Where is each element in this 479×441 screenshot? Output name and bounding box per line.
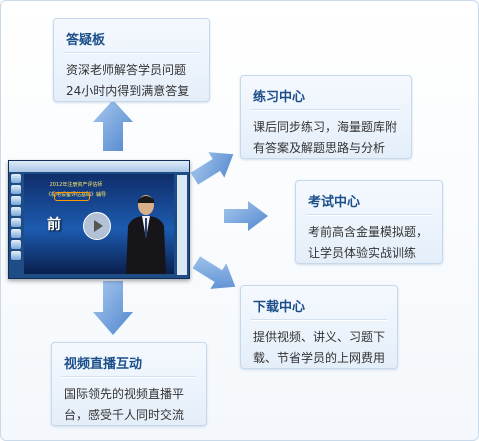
card-title: 下载中心 bbox=[253, 300, 306, 315]
card-body: 国际领先的视频直播平 台，感受千人同时交流 bbox=[64, 384, 198, 426]
card-download: 下载中心 提供视频、讲义、习题下 载、节省学员的上网费用 bbox=[240, 285, 398, 369]
card-title: 考试中心 bbox=[308, 195, 361, 210]
card-body: 课后同步练习，海量题库附 有答案及解题思路与分析 bbox=[253, 117, 403, 159]
card-body: 资深老师解答学员问题 24小时内得到满意答复 bbox=[66, 60, 201, 102]
card-title: 练习中心 bbox=[253, 90, 306, 105]
card-line: 课后同步练习，海量题库附 bbox=[253, 120, 398, 134]
divider bbox=[251, 109, 401, 111]
screenshot-left-menu bbox=[10, 174, 22, 276]
arrow-right-icon bbox=[224, 201, 268, 231]
card-body: 提供视频、讲义、习题下 载、节省学员的上网费用 bbox=[253, 327, 389, 369]
card-qa: 答疑板 资深老师解答学员问题 24小时内得到满意答复 bbox=[53, 18, 210, 102]
teacher-figure bbox=[126, 195, 166, 274]
play-icon bbox=[83, 212, 111, 240]
divider bbox=[251, 319, 387, 321]
screenshot-right-panel bbox=[177, 175, 187, 275]
card-title: 答疑板 bbox=[66, 33, 106, 48]
arrow-upright-icon bbox=[190, 152, 234, 185]
divider bbox=[62, 376, 196, 378]
screen-big-text: 前 bbox=[47, 217, 61, 233]
screen-title: 2012年注册资产评估师 bbox=[49, 182, 103, 188]
card-body: 考前高含金量模拟题， 让学员体验实战训练 bbox=[308, 222, 434, 264]
card-line: 提供视频、讲义、习题下 bbox=[253, 330, 386, 344]
card-line: 24小时内得到满意答复 bbox=[66, 84, 190, 98]
card-line: 考前高含金量模拟题， bbox=[308, 225, 429, 239]
screen-subtitle: 《机电设备评估基础》辅导 bbox=[45, 192, 106, 198]
arrow-down-icon bbox=[93, 281, 133, 335]
screen-highlight bbox=[54, 192, 90, 201]
arrow-up-icon bbox=[93, 100, 133, 151]
card-title: 视频直播互动 bbox=[64, 357, 143, 372]
divider bbox=[306, 214, 432, 216]
divider bbox=[64, 52, 199, 54]
arrow-downright-icon bbox=[192, 256, 236, 289]
card-line: 台，感受千人同时交流 bbox=[64, 408, 185, 422]
video-screenshot: 2012年注册资产评估师 《机电设备评估基础》辅导 前 bbox=[8, 160, 190, 279]
card-line: 让学员体验实战训练 bbox=[308, 246, 417, 260]
card-line: 资深老师解答学员问题 bbox=[66, 63, 187, 77]
card-line: 国际领先的视频直播平 bbox=[64, 387, 185, 401]
video-screen: 2012年注册资产评估师 《机电设备评估基础》辅导 前 bbox=[24, 174, 174, 274]
card-exam: 考试中心 考前高含金量模拟题， 让学员体验实战训练 bbox=[295, 180, 443, 264]
card-line: 载、节省学员的上网费用 bbox=[253, 351, 386, 365]
card-line: 有答案及解题思路与分析 bbox=[253, 141, 386, 155]
screenshot-titlebar bbox=[9, 161, 189, 172]
card-practice: 练习中心 课后同步练习，海量题库附 有答案及解题思路与分析 bbox=[240, 75, 412, 159]
card-live: 视频直播互动 国际领先的视频直播平 台，感受千人同时交流 bbox=[51, 342, 207, 426]
